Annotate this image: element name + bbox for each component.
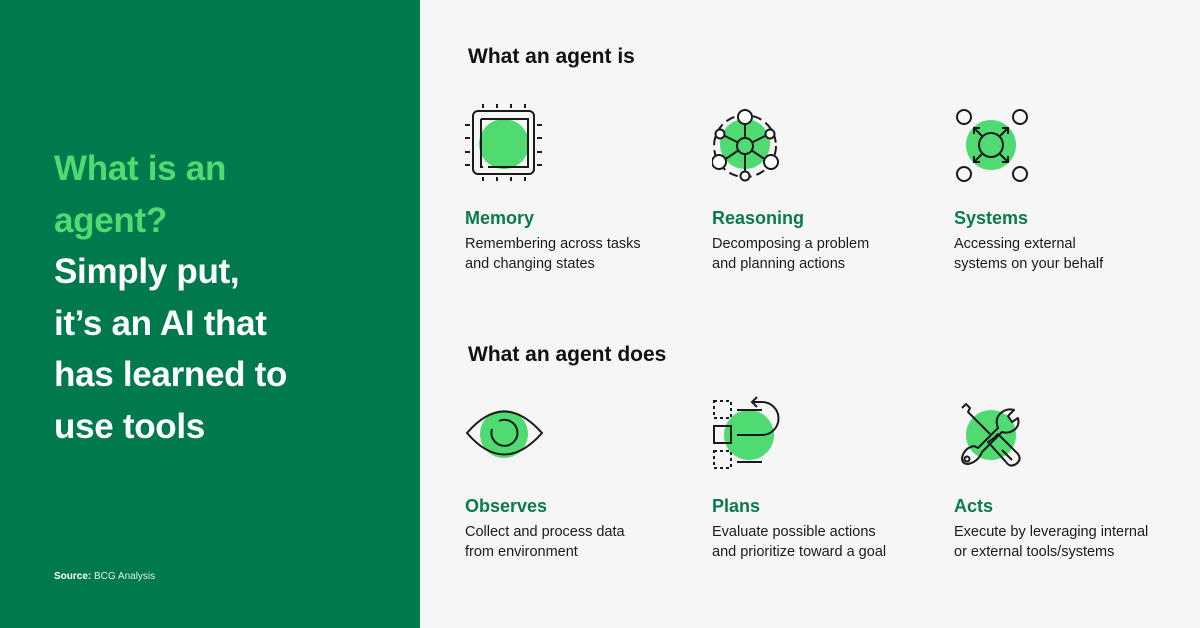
left-panel: What is an agent? Simply put, it’s an AI…: [0, 0, 420, 628]
systems-icon: [956, 109, 1028, 182]
headline: What is an agent? Simply put, it’s an AI…: [54, 143, 287, 452]
card-description-line-1: Execute by leveraging internal: [954, 524, 1149, 540]
card-description: Collect and process data from environmen…: [465, 522, 705, 562]
card-title: Plans: [712, 496, 761, 516]
source-value: BCG Analysis: [94, 571, 156, 582]
card-description: Remembering across tasks and changing st…: [465, 234, 705, 274]
source-label: Source:: [54, 571, 92, 582]
headline-line-3: has learned to: [54, 355, 288, 394]
right-panel: What an agent is Memory Remembering acro…: [420, 0, 1200, 628]
section-title-what-agent-is: What an agent is: [468, 45, 635, 68]
card-description-line-1: Remembering across tasks: [465, 236, 641, 252]
card-description-line-1: Decomposing a problem: [712, 236, 870, 252]
plan-icon: [713, 396, 780, 469]
section-title-what-agent-does: What an agent does: [468, 343, 667, 366]
tools-icon: [961, 403, 1021, 467]
card-title: Memory: [465, 208, 535, 228]
card-description: Execute by leveraging internal or extern…: [954, 522, 1194, 562]
card-description-line-1: Collect and process data: [465, 524, 625, 540]
eye-icon: [465, 410, 544, 458]
source-note: Source: BCG Analysis: [54, 571, 155, 582]
card-title: Observes: [465, 496, 548, 516]
card-description: Evaluate possible actions and prioritize…: [712, 522, 952, 562]
headline-line-1: Simply put,: [54, 252, 240, 291]
chip-icon: [465, 104, 542, 181]
card-description-line-2: systems on your behalf: [954, 256, 1104, 272]
card-title: Systems: [954, 208, 1029, 228]
card-description-line-2: from environment: [465, 544, 578, 560]
card-description-line-2: and prioritize toward a goal: [712, 544, 887, 560]
headline-line-4: use tools: [54, 406, 205, 446]
card-description: Decomposing a problem and planning actio…: [712, 234, 952, 274]
card-description-line-1: Accessing external: [954, 236, 1076, 252]
headline-accent-line-2: agent?: [54, 200, 167, 240]
card-description-line-1: Evaluate possible actions: [712, 524, 876, 540]
headline-line-2: it’s an AI that: [54, 303, 267, 343]
network-icon: [712, 109, 779, 182]
card-description-line-2: and planning actions: [712, 256, 846, 272]
card-description-line-2: and changing states: [465, 256, 595, 272]
card-description-line-2: or external tools/systems: [954, 544, 1115, 560]
card-description: Accessing external systems on your behal…: [954, 234, 1194, 274]
card-title: Acts: [954, 496, 994, 516]
card-title: Reasoning: [712, 208, 805, 228]
headline-accent-line-1: What is an: [54, 149, 227, 188]
